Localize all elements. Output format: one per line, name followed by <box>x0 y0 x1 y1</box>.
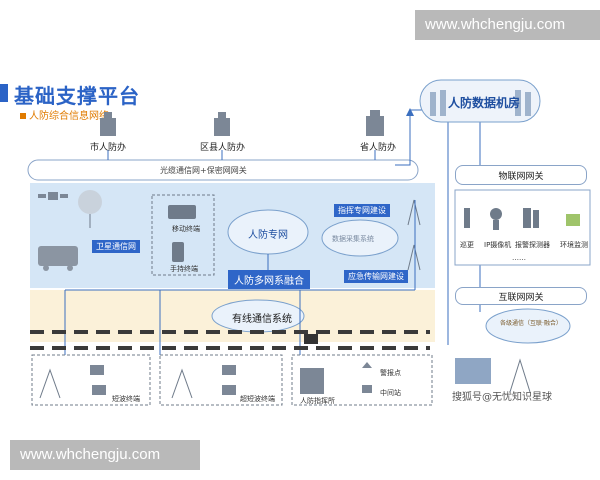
wired-system-label: 有线通信系统 <box>232 314 292 325</box>
data-cloud-label: 数据采集系统 <box>332 235 374 243</box>
internet-gateway-label: 互联网网关 <box>498 292 544 303</box>
image-watermark: 搜狐号@无忧知识星球 <box>452 392 552 403</box>
iot-more: …… <box>512 254 526 262</box>
office-building-icon <box>100 110 384 136</box>
radio-tower-icon <box>407 199 421 271</box>
internet-gateway: 互联网网关 <box>455 287 587 305</box>
ultra-short-wave-label: 超短波终端 <box>240 395 275 403</box>
fusion-label: 人防多网系融合 <box>228 270 310 289</box>
page-subtitle: 人防综合信息网络 <box>20 107 109 122</box>
vehicle-icon <box>38 246 78 271</box>
command-post-label: 人防指挥所 <box>300 397 335 405</box>
emergency-network-tag: 应急传输网建设 <box>344 270 408 283</box>
satellite-network-tag: 卫星通信网 <box>92 240 140 253</box>
alarm-point-label: 警报点 <box>380 369 401 377</box>
data-cloud <box>321 219 399 257</box>
short-wave-box <box>31 354 151 406</box>
title-accent-bar <box>0 84 8 102</box>
dish-icon <box>78 190 102 228</box>
uplink-arrow-line <box>395 109 425 166</box>
tower-icon <box>509 358 531 393</box>
page-title: 基础支撑平台 <box>14 84 140 108</box>
office-city: 市人防办 <box>90 143 127 153</box>
internet-cloud <box>485 308 571 344</box>
iot-device-env: 环境监测 <box>560 241 588 249</box>
dashed-divider-1 <box>30 330 430 334</box>
handheld-terminal-label: 手持终端 <box>170 265 198 273</box>
iot-device-patrol: 巡更 <box>460 241 474 249</box>
dashed-divider-2 <box>30 346 430 350</box>
phone-icon <box>304 334 318 344</box>
data-center-shape <box>419 79 541 123</box>
backbone-label: 光缆通信网+保密网网关 <box>160 166 247 175</box>
short-wave-label: 短波终端 <box>112 395 140 403</box>
mobile-terminal-label: 移动终端 <box>172 225 200 233</box>
terminal-box <box>151 194 215 276</box>
monitor-wall-icon <box>455 358 491 384</box>
iot-device-alarm: 报警探测器 <box>515 241 550 249</box>
watermark-bottom: www.whchengju.com <box>10 440 200 470</box>
command-network-tag: 指挥专网建设 <box>334 204 390 217</box>
office-county: 区县人防办 <box>200 143 246 153</box>
watermark-top: www.whchengju.com <box>415 10 600 40</box>
iot-device-camera: IP摄像机 <box>484 241 512 249</box>
internet-cloud-label: 各级通信（互联·融合） <box>500 320 562 327</box>
iot-gateway: 物联网网关 <box>455 165 587 185</box>
office-province: 省人防办 <box>360 143 397 153</box>
satellite-icon <box>38 192 68 200</box>
civil-network-label: 人防专网 <box>248 230 288 241</box>
backbone-pill-shape <box>27 159 419 181</box>
ultra-short-wave-box <box>159 354 283 406</box>
data-center-label: 人防数据机房 <box>448 96 521 110</box>
iot-gateway-label: 物联网网关 <box>498 171 544 182</box>
relay-station-label: 中间站 <box>380 389 401 397</box>
iot-device-box <box>454 189 591 266</box>
command-post-box <box>291 354 433 406</box>
